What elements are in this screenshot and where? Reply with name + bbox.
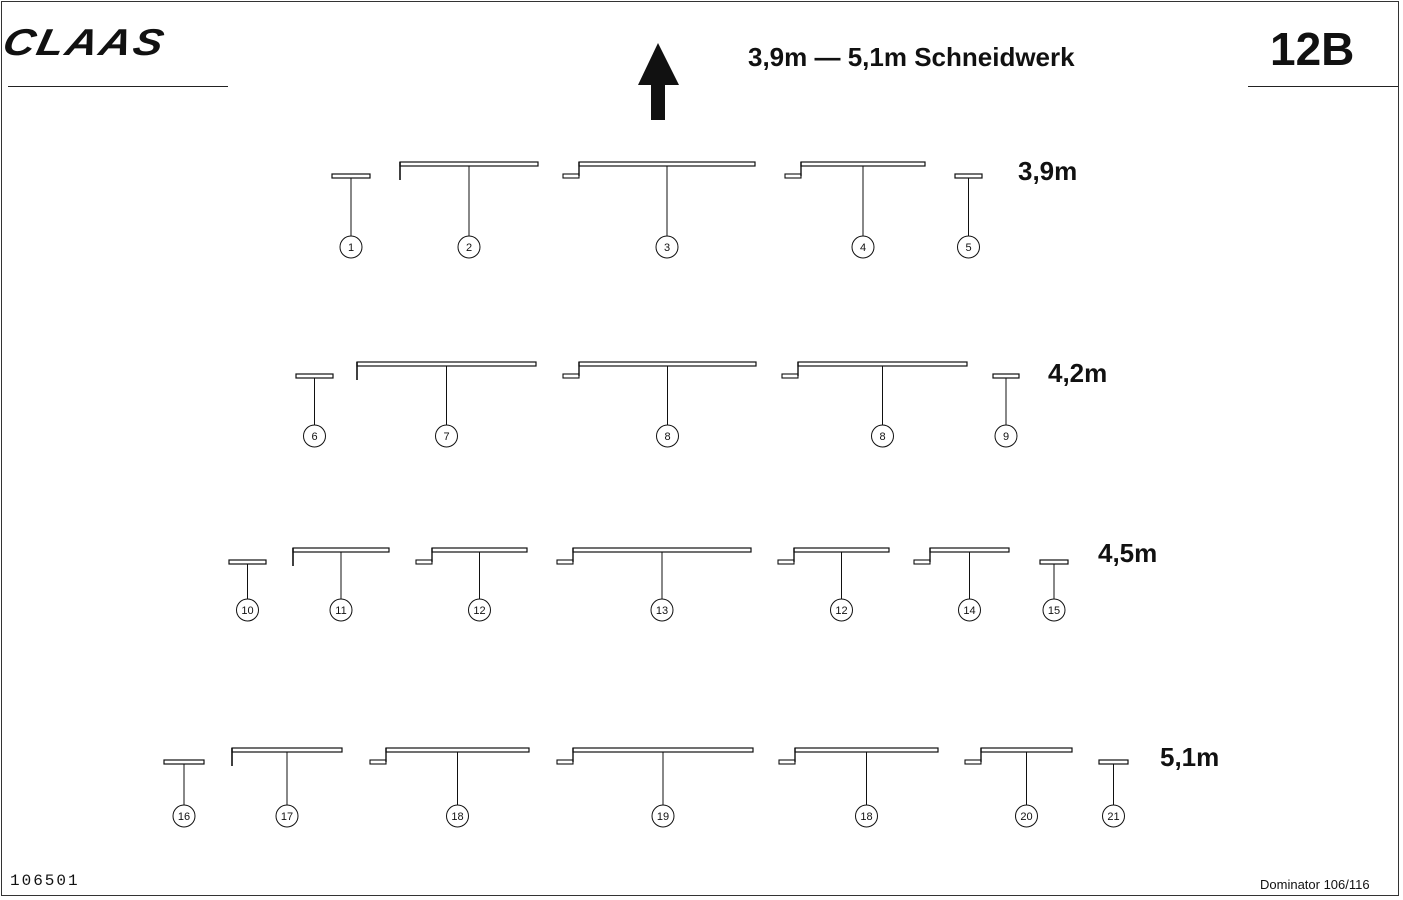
part-number-circle bbox=[994, 424, 1018, 448]
part-number-circle bbox=[957, 235, 980, 259]
knife-section-left: 7 bbox=[356, 361, 537, 448]
row-3-9m: 1 2 3 4 5 3,9m bbox=[331, 156, 1077, 259]
part-number: 18 bbox=[451, 811, 463, 823]
width-label: 4,5m bbox=[1098, 538, 1157, 568]
part-number: 10 bbox=[241, 605, 253, 617]
part-number: 5 bbox=[965, 242, 971, 254]
part-number: 9 bbox=[1003, 431, 1009, 443]
part-number: 11 bbox=[335, 605, 346, 617]
part-number: 12 bbox=[835, 605, 847, 617]
part-number-circle bbox=[236, 598, 259, 622]
part-number-circle bbox=[172, 804, 196, 828]
part-number-circle bbox=[958, 598, 981, 622]
part-number-circle bbox=[435, 424, 458, 448]
part-number: 8 bbox=[664, 431, 670, 443]
part-number-circle bbox=[1102, 804, 1125, 828]
knife-section-end: 1 bbox=[331, 173, 371, 259]
knife-section-mid: 19 bbox=[556, 747, 754, 828]
knife-section-mid: 12 bbox=[415, 547, 528, 622]
part-number-circle bbox=[446, 804, 469, 828]
knife-section-end: 5 bbox=[954, 173, 983, 259]
page-title: 3,9m — 5,1m Schneidwerk bbox=[748, 42, 1075, 72]
knife-section-left: 2 bbox=[399, 161, 539, 259]
part-number-circle bbox=[329, 598, 353, 622]
part-number-circle bbox=[871, 424, 894, 448]
knife-section-mid: 8 bbox=[781, 361, 968, 448]
header-rule-right bbox=[1248, 86, 1398, 87]
part-number: 15 bbox=[1048, 605, 1060, 617]
row-5-1m: 16 17 18 19 18 20 21 5,1m bbox=[163, 742, 1219, 828]
part-number-circle bbox=[655, 235, 679, 259]
part-number: 3 bbox=[664, 242, 670, 254]
part-number-circle bbox=[275, 804, 299, 828]
part-number: 19 bbox=[657, 811, 669, 823]
knife-section-left: 17 bbox=[231, 747, 343, 828]
width-label: 4,2m bbox=[1048, 358, 1107, 388]
part-number-circle bbox=[1015, 804, 1038, 828]
part-number-circle bbox=[1042, 598, 1066, 622]
page-code: 12B bbox=[1270, 23, 1355, 75]
part-number: 6 bbox=[311, 431, 317, 443]
part-number-circle bbox=[303, 424, 326, 448]
width-label: 5,1m bbox=[1160, 742, 1219, 772]
knife-section-left: 11 bbox=[292, 547, 390, 622]
direction-arrow-icon bbox=[638, 43, 679, 120]
part-number-circle bbox=[855, 804, 878, 828]
part-number: 16 bbox=[178, 811, 190, 823]
part-number: 20 bbox=[1020, 811, 1032, 823]
knife-section-mid: 12 bbox=[777, 547, 890, 622]
width-label: 3,9m bbox=[1018, 156, 1077, 186]
part-number-circle bbox=[339, 235, 363, 259]
model-name: Dominator 106/116 bbox=[1260, 877, 1370, 892]
part-number: 18 bbox=[860, 811, 872, 823]
part-number: 4 bbox=[860, 242, 866, 254]
part-number-circle bbox=[650, 598, 674, 622]
part-number: 21 bbox=[1107, 811, 1119, 823]
part-number: 14 bbox=[963, 605, 975, 617]
knife-section-mid: 4 bbox=[784, 161, 926, 259]
part-number-circle bbox=[656, 424, 679, 448]
knife-section-end: 15 bbox=[1039, 559, 1069, 622]
knife-section-end: 6 bbox=[295, 373, 334, 448]
knife-section-mid: 18 bbox=[778, 747, 939, 828]
part-number-circle bbox=[830, 598, 853, 622]
knife-section-end: 16 bbox=[163, 759, 205, 828]
part-number: 1 bbox=[348, 242, 354, 254]
part-number: 2 bbox=[466, 242, 472, 254]
row-4-5m: 10 11 12 13 12 14 15 4,5m bbox=[228, 538, 1157, 622]
part-number-circle bbox=[651, 804, 675, 828]
part-number: 13 bbox=[656, 605, 668, 617]
knife-section-end: 9 bbox=[992, 373, 1020, 448]
knife-section-end: 10 bbox=[228, 559, 267, 622]
row-4-2m: 6 7 8 8 9 4,2m bbox=[295, 358, 1107, 448]
header-rule-left bbox=[8, 86, 228, 87]
part-number-circle bbox=[468, 598, 491, 622]
part-number-circle bbox=[851, 235, 875, 259]
knife-section-mid: 8 bbox=[562, 361, 757, 448]
part-number: 17 bbox=[281, 811, 293, 823]
part-number: 7 bbox=[443, 431, 449, 443]
part-number: 12 bbox=[473, 605, 485, 617]
knife-section-mid: 13 bbox=[556, 547, 752, 622]
knife-section-mid: 3 bbox=[562, 161, 756, 259]
reference-number: 106501 bbox=[10, 872, 80, 890]
knife-section-mid: 14 bbox=[913, 547, 1010, 622]
knife-section-mid: 18 bbox=[369, 747, 530, 828]
knife-section-end: 21 bbox=[1098, 759, 1129, 828]
part-number: 8 bbox=[879, 431, 885, 443]
knife-section-mid: 20 bbox=[964, 747, 1073, 828]
part-number-circle bbox=[457, 235, 481, 259]
